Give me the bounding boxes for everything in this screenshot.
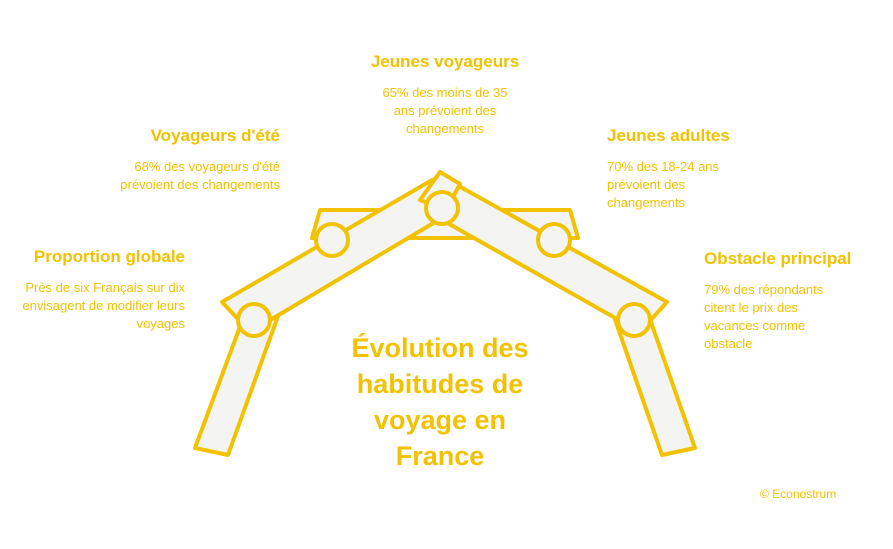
item-jeunes-adultes: Jeunes adultes 70% des 18-24 ans prévoie… [607,125,777,212]
joint-2 [314,222,350,258]
item-heading: Proportion globale [33,247,185,266]
item-description: 70% des 18-24 ans prévoient des changeme… [607,159,720,210]
joint-4 [536,222,572,258]
item-description: 65% des moins de 35 ans prévoient des ch… [382,85,508,136]
item-heading: Voyageurs d'été [150,126,280,145]
joint-1 [236,302,272,338]
diagram-title: Évolution des habitudes de voyage en Fra… [351,333,529,471]
item-obstacle-principal: Obstacle principal 79% des répondants ci… [704,248,879,353]
credit-text: © Econostrum [760,487,837,501]
item-jeunes-voyageurs: Jeunes voyageurs 65% des moins de 35 ans… [355,51,535,138]
item-heading: Jeunes voyageurs [370,52,520,71]
item-description: 68% des voyageurs d'été prévoient des ch… [120,159,280,192]
joint-3 [424,190,460,226]
item-description: 79% des répondants citent le prix des va… [704,282,824,351]
item-voyageurs-ete: Voyageurs d'été 68% des voyageurs d'été … [110,125,280,194]
item-description: Près de six Français sur dix envisagent … [22,280,185,331]
item-proportion-globale: Proportion globale Près de six Français … [20,246,185,333]
item-heading: Obstacle principal [704,249,852,268]
item-heading: Jeunes adultes [607,126,730,145]
joint-5 [616,302,652,338]
